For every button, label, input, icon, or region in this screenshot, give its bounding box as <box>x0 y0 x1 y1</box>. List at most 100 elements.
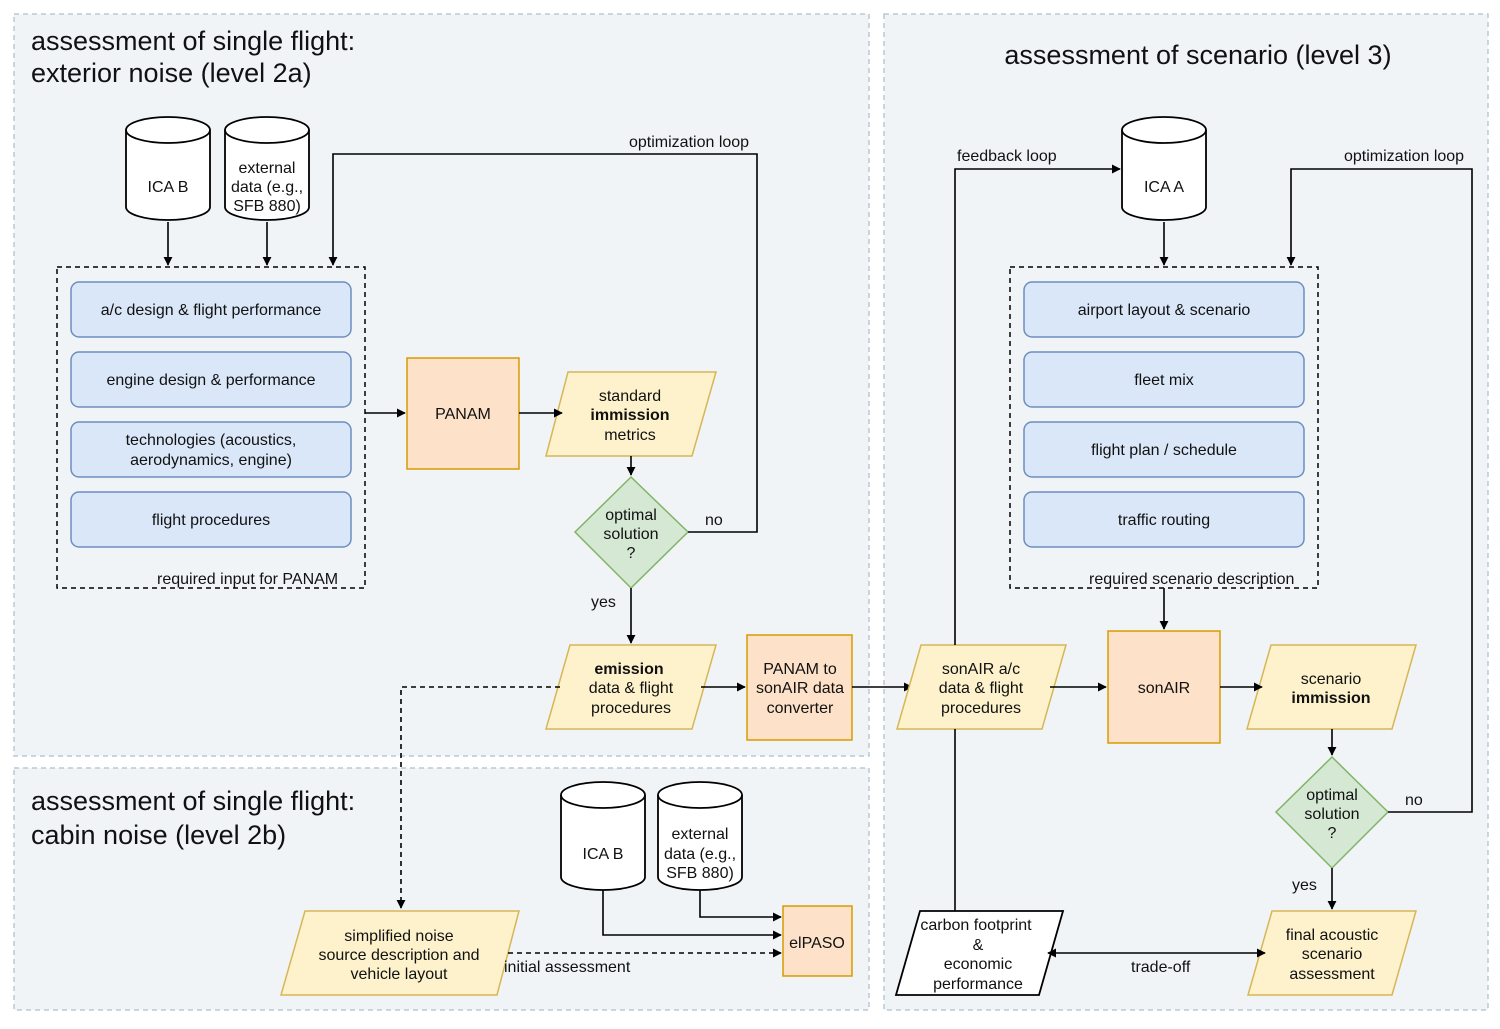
group-caption-scenario: required scenario description <box>1089 571 1294 588</box>
svg-text:procedures: procedures <box>591 700 671 717</box>
label-no-2a: no <box>705 512 723 529</box>
label-optimization-loop-3: optimization loop <box>1344 148 1464 165</box>
edge-feedback-loop <box>954 164 1121 645</box>
svg-text:aerodynamics, engine): aerodynamics, engine) <box>130 452 292 469</box>
svg-text:elPASO: elPASO <box>789 935 845 952</box>
svg-text:procedures: procedures <box>941 700 1021 717</box>
svg-text:solution: solution <box>603 526 658 543</box>
panel-title-2a-line2: exterior noise (level 2a) <box>31 58 312 88</box>
panam-box: PANAM <box>406 357 520 470</box>
edge-icab-to-elpaso <box>602 890 782 940</box>
database-ica-b: ICA B <box>125 116 211 221</box>
database-ica-a: ICA A <box>1121 116 1207 221</box>
input-flight-procedures: flight procedures <box>70 491 352 548</box>
group-caption-panam: required input for PANAM <box>157 571 338 588</box>
svg-text:standard: standard <box>599 388 661 405</box>
label-initial-assessment: initial assessment <box>504 959 631 976</box>
svg-text:?: ? <box>1328 825 1337 842</box>
panel-title-2b-line2: cabin noise (level 2b) <box>31 820 286 850</box>
edge-external-to-elpaso <box>699 890 782 922</box>
final-acoustic-assessment: final acoustic scenario assessment <box>1247 910 1417 996</box>
sonair-ac-data: sonAIR a/c data & flight procedures <box>896 644 1067 730</box>
input-fleet-mix: fleet mix <box>1023 351 1305 408</box>
svg-text:airport layout & scenario: airport layout & scenario <box>1078 302 1251 319</box>
svg-text:emission: emission <box>594 661 663 678</box>
emission-data: emission data & flight procedures <box>545 644 717 730</box>
svg-text:economic: economic <box>944 956 1012 973</box>
svg-text:traffic routing: traffic routing <box>1118 512 1210 529</box>
svg-text:immission: immission <box>590 407 669 424</box>
decision-optimal-2a: optimal solution ? <box>573 475 690 590</box>
edge-optimization-loop-2a <box>328 153 758 533</box>
svg-text:solution: solution <box>1304 806 1359 823</box>
input-ac-design: a/c design & flight performance <box>70 281 352 338</box>
svg-text:sonAIR a/c: sonAIR a/c <box>942 661 1020 678</box>
svg-text:PANAM to: PANAM to <box>763 661 837 678</box>
svg-text:flight plan / schedule: flight plan / schedule <box>1091 442 1237 459</box>
svg-text:engine design & performance: engine design & performance <box>106 372 315 389</box>
svg-text:a/c design & flight performanc: a/c design & flight performance <box>101 302 322 319</box>
label-optimization-loop-2a: optimization loop <box>629 134 749 151</box>
database-external-data-2b: external data (e.g., SFB 880) <box>657 781 743 891</box>
svg-text:SFB 880): SFB 880) <box>233 198 301 215</box>
scenario-immission: scenario immission <box>1246 644 1417 730</box>
required-input-group <box>56 266 366 589</box>
label-feedback-loop: feedback loop <box>957 148 1057 165</box>
database-external-data: external data (e.g., SFB 880) <box>224 116 310 221</box>
svg-text:&: & <box>973 937 984 954</box>
svg-text:final acoustic: final acoustic <box>1286 927 1379 944</box>
svg-text:ICA A: ICA A <box>1144 179 1184 196</box>
svg-text:data & flight: data & flight <box>939 680 1024 697</box>
database-ica-b-2b: ICA B <box>560 781 646 891</box>
svg-text:scenario: scenario <box>1301 671 1362 688</box>
svg-text:SFB 880): SFB 880) <box>666 865 734 882</box>
svg-text:sonAIR data: sonAIR data <box>756 680 844 697</box>
svg-text:simplified noise: simplified noise <box>344 928 453 945</box>
panel-title-2a-line1: assessment of single flight: <box>31 26 355 56</box>
label-yes-3: yes <box>1292 877 1317 894</box>
svg-text:flight procedures: flight procedures <box>152 512 270 529</box>
svg-text:scenario: scenario <box>1302 946 1363 963</box>
input-traffic-routing: traffic routing <box>1023 491 1305 548</box>
standard-immission-metrics: standard immission metrics <box>545 371 717 457</box>
svg-text:performance: performance <box>933 976 1023 993</box>
elpaso-box: elPASO <box>782 905 853 977</box>
svg-text:data & flight: data & flight <box>589 680 674 697</box>
simplified-noise-source: simplified noise source description and … <box>280 910 520 996</box>
svg-text:optimal: optimal <box>605 507 657 524</box>
input-technologies: technologies (acoustics, aerodynamics, e… <box>70 421 352 478</box>
svg-text:external: external <box>239 160 296 177</box>
svg-text:optimal: optimal <box>1306 787 1358 804</box>
svg-text:sonAIR: sonAIR <box>1138 680 1190 697</box>
input-flight-plan: flight plan / schedule <box>1023 421 1305 478</box>
edge-emission-to-noise-source <box>396 686 560 909</box>
input-engine-design: engine design & performance <box>70 351 352 408</box>
edge-optimization-loop-3 <box>1286 168 1473 813</box>
svg-text:external: external <box>672 826 729 843</box>
label-tradeoff: trade-off <box>1131 959 1191 976</box>
svg-text:vehicle layout: vehicle layout <box>351 966 449 983</box>
label-no-3: no <box>1405 792 1423 809</box>
svg-text:?: ? <box>627 545 636 562</box>
svg-text:PANAM: PANAM <box>435 406 491 423</box>
svg-text:converter: converter <box>767 700 834 717</box>
sonair-box: sonAIR <box>1107 630 1221 744</box>
svg-text:data (e.g.,: data (e.g., <box>231 179 303 196</box>
panam-to-sonair-converter: PANAM to sonAIR data converter <box>746 634 853 741</box>
panel-title-3: assessment of scenario (level 3) <box>1004 40 1391 70</box>
svg-text:data (e.g.,: data (e.g., <box>664 846 736 863</box>
label-yes-2a: yes <box>591 594 616 611</box>
panel-title-2b-line1: assessment of single flight: <box>31 786 355 816</box>
svg-text:metrics: metrics <box>604 427 656 444</box>
svg-text:ICA B: ICA B <box>583 846 624 863</box>
carbon-footprint: carbon footprint & economic performance <box>894 910 1065 996</box>
svg-text:immission: immission <box>1291 690 1370 707</box>
svg-text:carbon footprint: carbon footprint <box>920 917 1032 934</box>
svg-text:fleet mix: fleet mix <box>1134 372 1194 389</box>
svg-text:source description and: source description and <box>319 947 480 964</box>
svg-text:technologies (acoustics,: technologies (acoustics, <box>126 432 297 449</box>
svg-text:assessment: assessment <box>1289 966 1375 983</box>
input-airport-layout: airport layout & scenario <box>1023 281 1305 338</box>
